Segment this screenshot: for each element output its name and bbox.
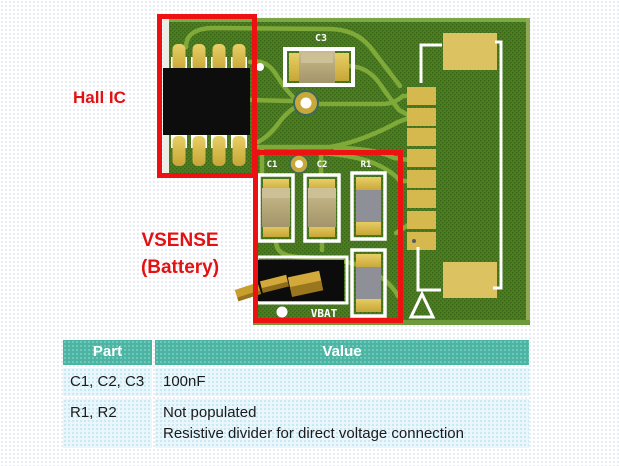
- table-cell-value-row2: Not populated Resistive divider for dire…: [155, 399, 529, 448]
- mounting-pad-top: [443, 33, 497, 70]
- capacitor-c2: [303, 173, 341, 243]
- mounting-pad-bottom: [443, 262, 497, 298]
- pcb-figure: C3: [73, 14, 530, 325]
- silkscreen-label-r1: R1: [361, 160, 372, 170]
- value-line: Not populated: [163, 404, 257, 421]
- silkscreen-dot: [276, 306, 288, 318]
- silkscreen-triangle: [408, 290, 436, 319]
- silkscreen-dot: [256, 63, 264, 71]
- silkscreen-brackets: [416, 40, 503, 292]
- vsense-highlight-box: [253, 150, 403, 323]
- hall-ic-chip: [163, 44, 250, 166]
- capacitor-c3: C3: [283, 33, 355, 87]
- silkscreen-label-vbat: VBAT: [311, 307, 338, 320]
- vsense-label: VSENSE (Battery): [116, 227, 244, 281]
- vsense-label-line1: VSENSE: [141, 230, 219, 251]
- table-header-part: Part: [63, 340, 152, 365]
- connector-pin-right: [287, 270, 324, 297]
- silkscreen-label-c2: C2: [317, 160, 328, 170]
- table-cell-part-row2: R1, R2: [63, 399, 152, 448]
- resistor-r1-pads: [350, 171, 387, 241]
- table-header-value: Value: [155, 340, 529, 365]
- hall-ic-label: Hall IC: [73, 88, 126, 107]
- vsense-label-line2: (Battery): [140, 257, 220, 278]
- via: [293, 90, 319, 116]
- ic-pins-top: [171, 44, 247, 71]
- capacitor-c1: [257, 173, 295, 243]
- connector-pin-left: [259, 274, 290, 293]
- ic-pins-bottom: [171, 135, 247, 166]
- resistor-r2-pads: [350, 248, 387, 318]
- silkscreen-label-c3: C3: [315, 33, 327, 44]
- value-line: 100nF: [163, 373, 206, 390]
- edge-connector-pads: [407, 87, 436, 250]
- value-line: Resistive divider for direct voltage con…: [163, 425, 464, 442]
- table-cell-part-row1: C1, C2, C3: [63, 368, 152, 396]
- table-cell-value-row1: 100nF: [155, 368, 529, 396]
- via-small: [289, 154, 309, 174]
- silkscreen-label-c1: C1: [267, 160, 278, 170]
- hall-ic-highlight-box: [157, 14, 257, 178]
- parts-table: Part Value C1, C2, C3 100nF R1, R2 Not p…: [63, 340, 529, 448]
